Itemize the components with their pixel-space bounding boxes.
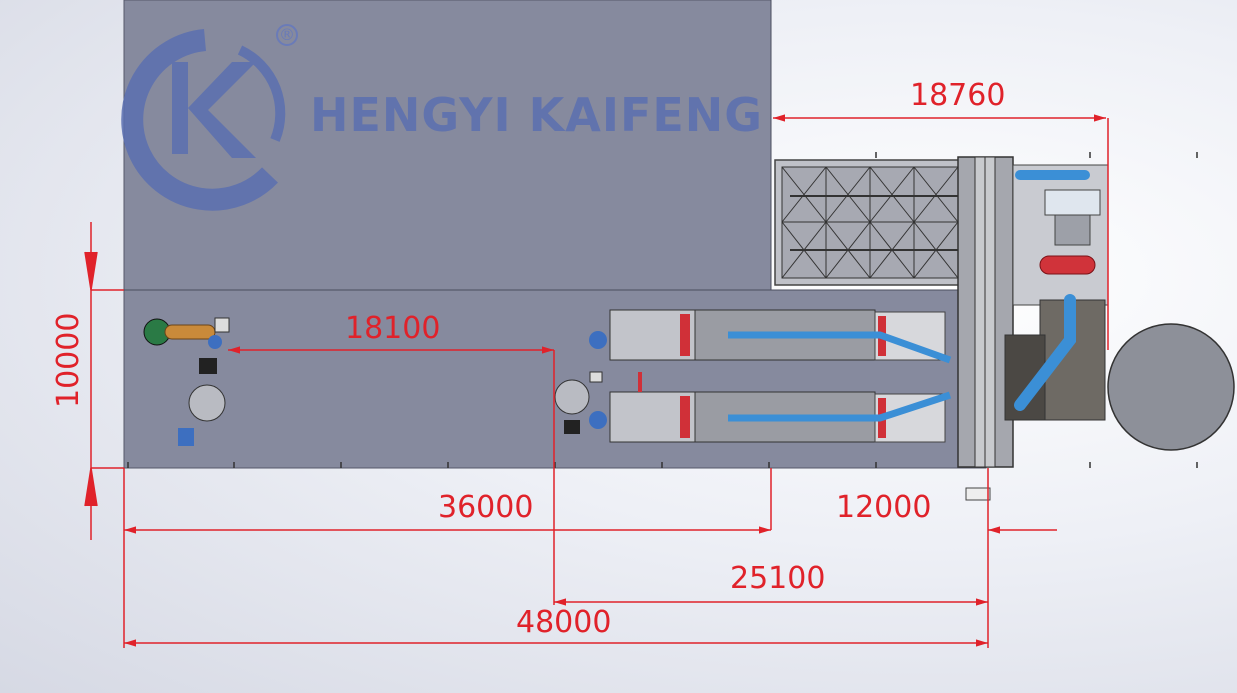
dim-label-36000: 36000	[438, 490, 533, 525]
tank-array	[774, 159, 1000, 286]
dim-label-10000: 10000	[51, 313, 86, 408]
left-equipment	[143, 317, 230, 446]
registered-mark: ®	[276, 24, 298, 46]
reactor-line-lower	[589, 372, 952, 443]
conveyor-frame	[957, 156, 1014, 501]
dim-label-48000: 48000	[516, 605, 611, 640]
dryer-equipment	[1004, 164, 1109, 421]
dim-label-18100: 18100	[345, 311, 440, 346]
dim-label-18760: 18760	[910, 78, 1005, 113]
company-logo-mark	[121, 29, 286, 211]
reactor-line-upper	[589, 309, 952, 364]
middle-fan-unit	[554, 371, 603, 434]
dim-label-12000: 12000	[836, 490, 931, 525]
brand-name: HENGYI KAIFENG	[310, 88, 764, 142]
dim-label-25100: 25100	[730, 561, 825, 596]
wall-ticks	[127, 152, 1198, 468]
round-storage-tank	[1107, 323, 1235, 451]
